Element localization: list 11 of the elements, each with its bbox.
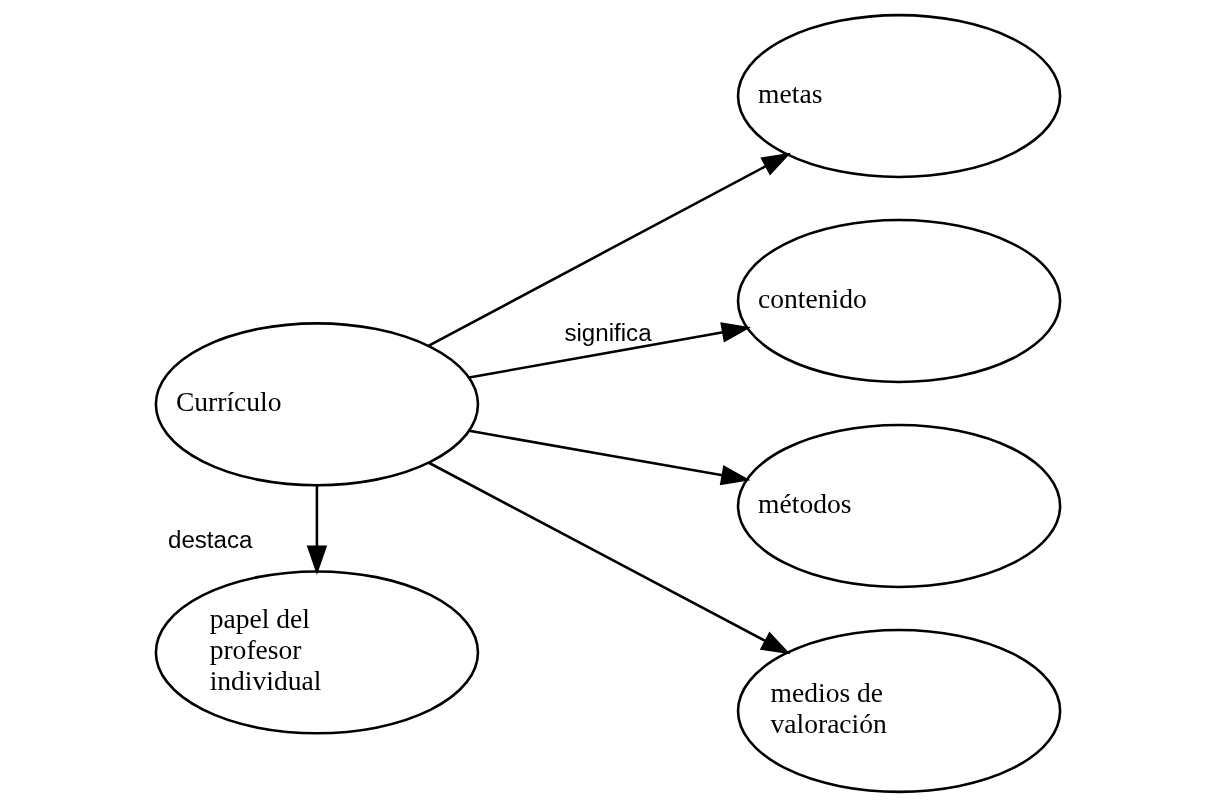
arrow <box>427 461 790 655</box>
arrow <box>468 322 751 379</box>
node-ellipse: métodos <box>736 423 1061 589</box>
arrow <box>306 485 327 575</box>
edge-label: destaca <box>167 525 252 553</box>
node-ellipse: contenido <box>736 218 1061 384</box>
arrow <box>468 429 750 486</box>
node-ellipse: papel del profesor individual <box>154 570 479 735</box>
arrow <box>427 152 791 347</box>
edge-label: significa <box>563 318 652 346</box>
node-ellipse: Currículo <box>154 322 479 487</box>
